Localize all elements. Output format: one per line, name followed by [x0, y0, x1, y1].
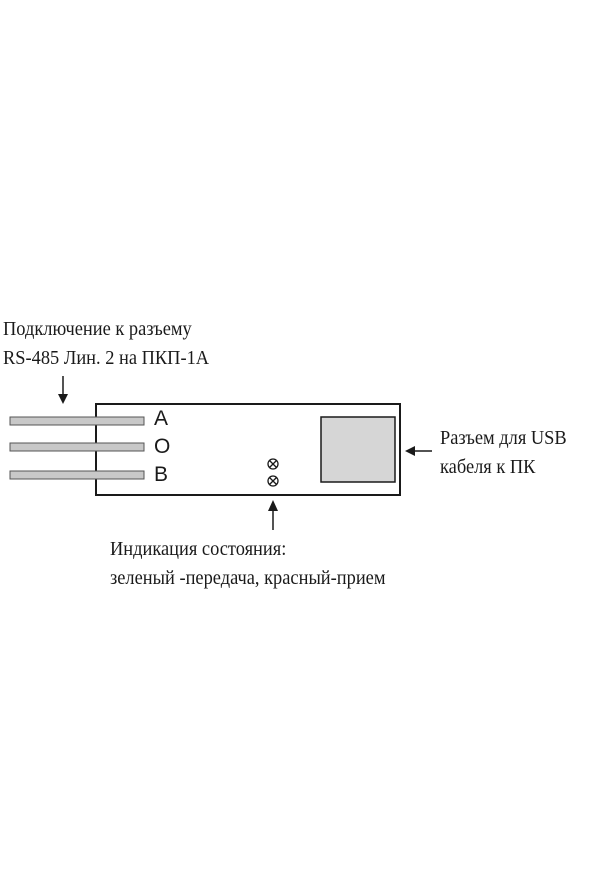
wire-o [9, 442, 145, 452]
status-indication-label: Индикация состояния: зеленый -передача, … [110, 535, 385, 593]
status-label-line1: Индикация состояния: [110, 538, 287, 560]
usb-port [320, 416, 396, 483]
connection-label-line1: Подключение к разъему [3, 318, 192, 340]
pin-label-o: O [154, 435, 171, 458]
usb-label-line2: кабеля к ПК [440, 456, 536, 478]
arrow-icon [58, 376, 68, 404]
connection-label-line2: RS-485 Лин. 2 на ПКП-1А [3, 347, 210, 369]
wire-b [9, 470, 145, 480]
led-indicator-icon [267, 458, 279, 470]
pin-label-b: B [154, 463, 169, 486]
pin-label-a: A [154, 407, 169, 430]
status-label-line2: зеленый -передача, красный-прием [110, 567, 386, 589]
usb-label-line1: Разъем для USB [440, 427, 567, 449]
connection-label: Подключение к разъему RS-485 Лин. 2 на П… [3, 315, 209, 373]
led-indicator-icon [267, 475, 279, 487]
arrow-icon [405, 446, 432, 456]
usb-connector-label: Разъем для USB кабеля к ПК [440, 424, 567, 482]
arrow-icon [268, 500, 278, 530]
wire-a [9, 416, 145, 426]
